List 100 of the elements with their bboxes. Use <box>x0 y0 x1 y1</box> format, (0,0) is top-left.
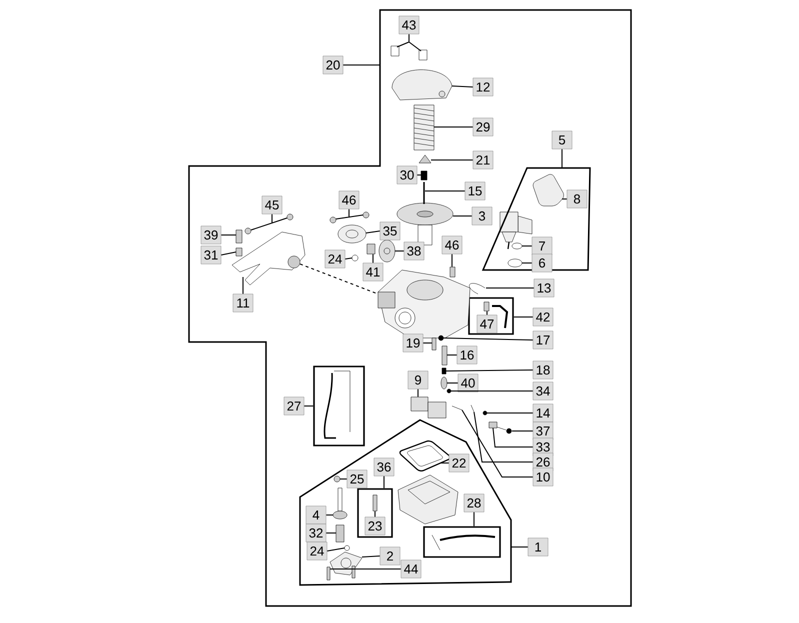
cover <box>392 70 452 100</box>
leader-line <box>452 86 474 88</box>
callout-number: 23 <box>364 516 386 536</box>
callout-number: 24 <box>306 542 328 560</box>
pin <box>452 406 462 410</box>
parts-box <box>313 366 365 446</box>
callout-number: 16 <box>456 346 478 364</box>
callout-number: 46 <box>338 190 360 210</box>
callout-number: 9 <box>408 370 428 390</box>
needle-clip <box>420 170 428 180</box>
callout-number: 34 <box>532 382 554 400</box>
callout-number: 43 <box>398 16 420 34</box>
leader-line <box>220 234 236 236</box>
callout-number: 36 <box>374 458 394 476</box>
seal <box>488 422 498 428</box>
clip <box>469 283 486 294</box>
solenoid <box>410 396 446 418</box>
leader-line <box>326 514 334 516</box>
jet <box>442 368 446 374</box>
gasket <box>399 440 451 472</box>
parts-box <box>357 488 393 538</box>
leader-line <box>344 258 352 260</box>
screw <box>496 426 512 434</box>
leader-line <box>486 310 488 316</box>
assembly-outline <box>188 9 632 607</box>
callout-number: 46 <box>442 236 462 254</box>
callout-number: 14 <box>532 404 554 422</box>
callout-number: 8 <box>566 190 588 208</box>
spring <box>414 104 434 150</box>
callout-number: 28 <box>464 494 484 512</box>
callout-number: 22 <box>448 454 470 472</box>
leader-line <box>492 428 534 448</box>
callout-number: 41 <box>362 262 384 282</box>
screw <box>352 566 356 578</box>
callout-number: 40 <box>458 374 478 392</box>
callout-number: 25 <box>346 470 368 488</box>
leader-line <box>443 338 534 340</box>
callout-number: 32 <box>306 524 326 542</box>
screw <box>450 266 456 278</box>
leader-line <box>394 250 404 252</box>
callout-number: 47 <box>476 314 498 334</box>
parts-box <box>423 526 501 558</box>
callout-number: 27 <box>284 396 304 416</box>
kit-outline <box>299 419 512 586</box>
o-ring <box>508 258 522 268</box>
cover <box>330 552 362 576</box>
callout-number: 6 <box>532 254 552 272</box>
leader-line <box>362 556 380 558</box>
nut <box>236 248 242 256</box>
leader-line <box>512 430 534 432</box>
callout-number: 30 <box>396 166 418 184</box>
callout-number: 13 <box>534 278 554 298</box>
leader-line <box>330 568 402 570</box>
callout-number: 17 <box>532 330 554 350</box>
leader-line <box>462 410 534 478</box>
leader-line <box>562 198 568 200</box>
callout-number: 19 <box>402 334 424 352</box>
screw <box>326 566 330 580</box>
bolt <box>236 230 242 244</box>
callout-number: 39 <box>200 226 222 244</box>
callout-number: 20 <box>322 56 344 74</box>
leader-line <box>220 252 236 256</box>
spring-seat <box>418 154 432 164</box>
callout-number: 3 <box>472 206 492 226</box>
needle <box>423 182 425 204</box>
callout-number: 35 <box>380 222 400 240</box>
screw <box>390 46 400 56</box>
pin <box>470 404 474 412</box>
leader-line <box>434 126 474 128</box>
diaphragm <box>378 240 396 262</box>
leader-line <box>342 64 380 66</box>
leader-line <box>242 276 244 294</box>
leader-line <box>446 370 534 372</box>
leader-line <box>422 342 432 344</box>
o-ring <box>512 242 522 250</box>
leader-line <box>372 254 374 264</box>
screw <box>330 216 336 224</box>
callout-number: 2 <box>380 546 400 566</box>
o-ring <box>344 545 350 551</box>
leader-line <box>424 190 466 192</box>
callout-number: 15 <box>464 182 486 200</box>
callout-number: 12 <box>472 78 494 96</box>
leader-line <box>450 390 534 392</box>
screw <box>286 214 294 220</box>
leader-line <box>446 382 458 384</box>
screw <box>432 338 436 350</box>
leader-line <box>486 412 534 414</box>
parts-box <box>468 297 514 335</box>
leader-line <box>326 548 345 552</box>
spring <box>366 244 376 254</box>
callout-number: 24 <box>324 250 346 268</box>
screw <box>418 50 428 60</box>
o-ring <box>352 254 358 262</box>
leader-line <box>440 462 450 464</box>
callout-number: 10 <box>532 468 554 486</box>
screw <box>362 212 370 218</box>
callout-number: 7 <box>532 236 552 256</box>
callout-number: 38 <box>404 242 424 260</box>
leader-line <box>474 412 534 462</box>
filter-cap <box>532 174 564 206</box>
